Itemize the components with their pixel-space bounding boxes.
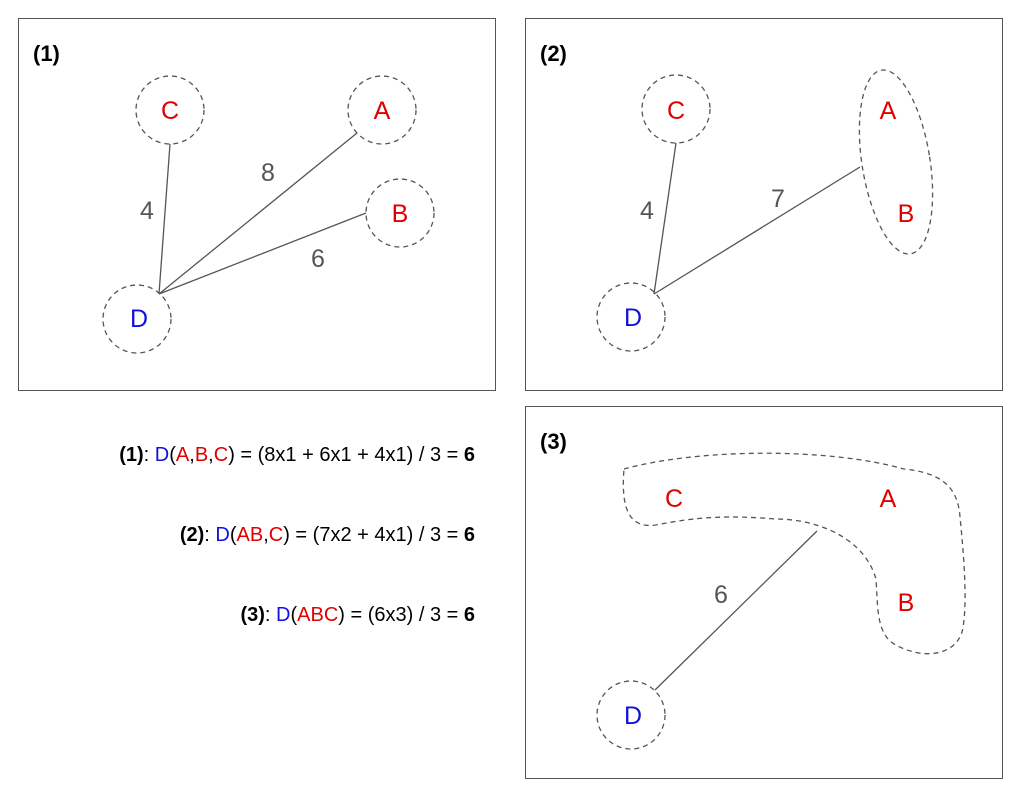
- node-a-label: A: [880, 485, 897, 513]
- node-b-label: B: [898, 589, 915, 617]
- formula-2-source: D: [215, 524, 230, 546]
- edge-d-ab-weight: 7: [771, 185, 785, 213]
- formula-3-source: D: [276, 604, 291, 626]
- edge-d-abc-weight: 6: [714, 581, 728, 609]
- panel-1-graph: C A B D 4 8 6: [102, 75, 435, 354]
- node-a-circle: [347, 75, 417, 145]
- edge-d-c-weight: 4: [640, 197, 654, 225]
- node-c-label: C: [665, 485, 683, 513]
- formula-1-target-c: C: [213, 444, 229, 466]
- formula-2-sep-1: ,: [263, 524, 269, 546]
- formula-1: (1): D(A,B,C) = (8x1 + 6x1 + 4x1) / 3 = …: [119, 444, 475, 467]
- node-b-label: B: [898, 200, 915, 228]
- node-c-label: C: [667, 97, 685, 125]
- edge-d-a: [158, 132, 358, 295]
- formula-2-result: 6: [463, 524, 475, 546]
- formula-1-target-a: A: [175, 444, 190, 466]
- formula-1-source: D: [154, 444, 170, 466]
- formula-3: (3): D(ABC) = (6x3) / 3 = 6: [240, 604, 475, 627]
- panel-3-label: (3): [540, 429, 567, 454]
- formula-1-id: (1): [119, 444, 144, 466]
- edge-d-ab: [653, 166, 861, 295]
- node-d-circle: [596, 282, 666, 352]
- edge-d-a-weight: 8: [261, 159, 275, 187]
- edge-d-b-weight: 6: [311, 245, 325, 273]
- formula-1-open: (: [169, 444, 176, 466]
- node-b-circle: [365, 178, 435, 248]
- formula-2-target-ab: AB: [236, 524, 264, 546]
- formula-1-colon: :: [143, 444, 150, 466]
- panel-1: C A B D 4 8 6 (1): [18, 18, 496, 391]
- panel-2-graph: C A B D 4 7: [596, 69, 934, 352]
- formula-3-target-abc: ABC: [297, 604, 339, 626]
- panel-1-label: (1): [33, 41, 60, 66]
- node-c-circle: [135, 75, 205, 145]
- node-d-label: D: [624, 304, 642, 332]
- panel-2: C A B D 4 7 (2): [525, 18, 1003, 391]
- formula-3-expression: ) = (6x3) / 3 =: [338, 604, 464, 626]
- formula-1-expression: ) = (8x1 + 6x1 + 4x1) / 3 =: [228, 444, 464, 466]
- formula-1-result: 6: [463, 444, 475, 466]
- node-c-circle: [641, 74, 711, 144]
- panel-3: C A B D 6 (3): [525, 406, 1003, 779]
- edge-d-c: [653, 142, 677, 295]
- formula-3-colon: :: [264, 604, 271, 626]
- formula-2-id: (2): [179, 524, 205, 546]
- formula-1-target-b: B: [194, 444, 209, 466]
- node-d-circle: [596, 680, 666, 750]
- edge-d-c: [158, 143, 171, 295]
- node-c-label: C: [161, 97, 179, 125]
- edge-d-b: [158, 212, 367, 295]
- edge-d-abc: [654, 530, 818, 691]
- formula-3-open: (: [290, 604, 298, 626]
- formula-2-target-c: C: [268, 524, 284, 546]
- panel-3-graph: C A B D 6: [596, 452, 966, 750]
- formula-1-sep-1: ,: [189, 444, 195, 466]
- cluster-abc-outline: [622, 452, 966, 655]
- node-b-label: B: [392, 200, 409, 228]
- node-d-circle: [102, 284, 172, 354]
- formula-1-sep-2: ,: [208, 444, 214, 466]
- formula-2: (2): D(AB,C) = (7x2 + 4x1) / 3 = 6: [180, 524, 475, 547]
- cluster-ab-ellipse: [858, 69, 934, 255]
- formula-2-colon: :: [204, 524, 210, 546]
- formula-2-open: (: [229, 524, 237, 546]
- node-a-label: A: [880, 97, 897, 125]
- node-d-label: D: [624, 702, 642, 730]
- formula-2-expression: ) = (7x2 + 4x1) / 3 =: [283, 524, 464, 546]
- formula-3-id: (3): [240, 604, 265, 626]
- edge-d-c-weight: 4: [140, 197, 154, 225]
- formula-3-result: 6: [463, 604, 475, 626]
- node-a-label: A: [374, 97, 391, 125]
- panel-2-label: (2): [540, 41, 567, 66]
- node-d-label: D: [130, 305, 148, 333]
